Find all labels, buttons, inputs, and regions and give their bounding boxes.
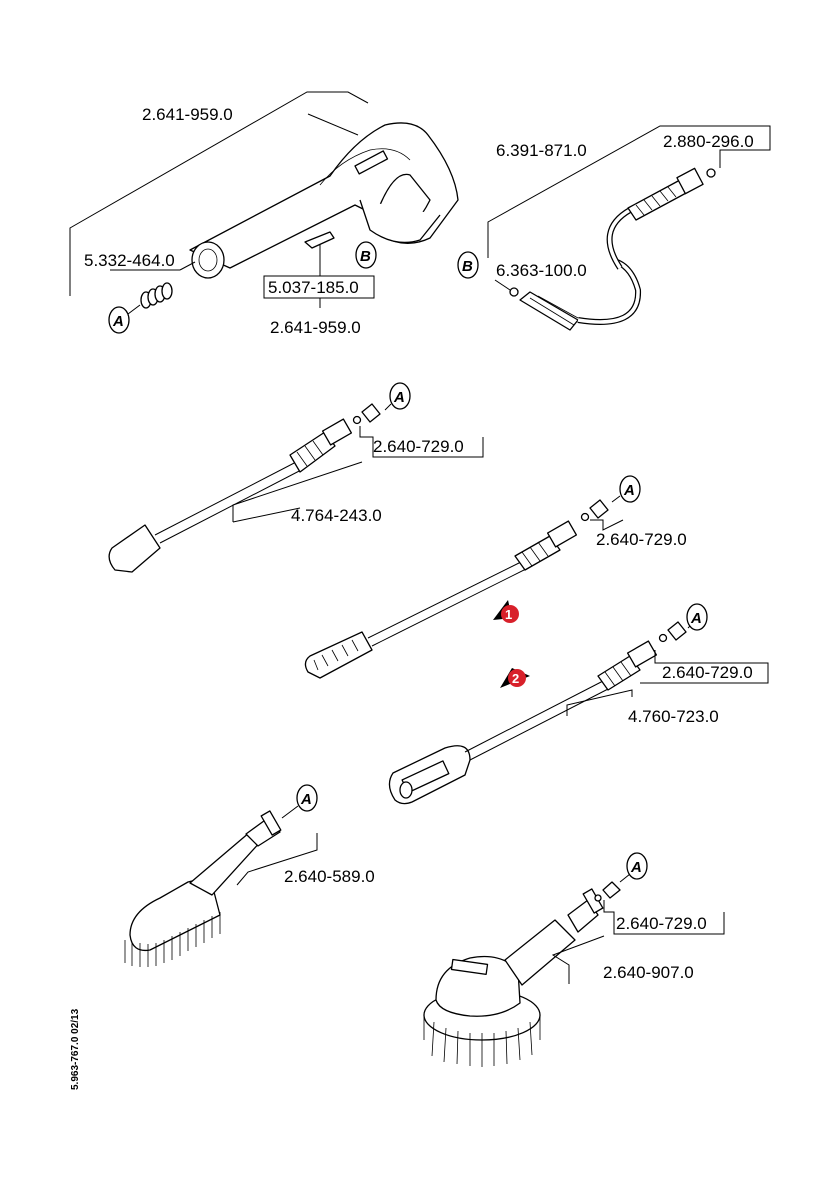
callout-clip: 5.037-185.0 xyxy=(268,278,359,297)
rotary-brush xyxy=(423,881,621,1067)
marker-a-lance1: A xyxy=(389,382,411,410)
lance2-nozzle-leader xyxy=(590,519,624,531)
badge-two: 2 xyxy=(500,668,530,688)
trigger-gun xyxy=(189,122,459,279)
callout-rotary-brush: 2.640-907.0 xyxy=(603,963,694,982)
lance1-nozzle-leader xyxy=(359,426,484,458)
marker-a-lance2: A xyxy=(619,475,641,503)
badge-one: 1 xyxy=(493,600,519,623)
callout-lance3-nozzle: 2.640-729.0 xyxy=(662,663,753,682)
callout-gun-top: 2.641-959.0 xyxy=(142,105,233,124)
callout-lance3: 4.760-723.0 xyxy=(628,707,719,726)
rotary-leader xyxy=(551,935,605,984)
lance-grip xyxy=(304,499,609,679)
callout-lance2-nozzle: 2.640-729.0 xyxy=(596,530,687,549)
svg-text:A: A xyxy=(300,791,312,808)
clip-callout-box xyxy=(263,275,375,299)
callout-lance1: 4.764-243.0 xyxy=(291,506,382,525)
svg-text:1: 1 xyxy=(505,607,512,622)
gun-top-leader xyxy=(69,91,369,296)
lance3-nozzle-leader xyxy=(640,650,769,684)
marker-b-gun: B xyxy=(355,241,377,269)
callout-hose: 6.391-871.0 xyxy=(496,141,587,160)
svg-text:2: 2 xyxy=(512,671,519,686)
callout-brush: 2.640-589.0 xyxy=(284,867,375,886)
callout-rotary-nozzle: 2.640-729.0 xyxy=(616,914,707,933)
wash-brush xyxy=(124,810,282,967)
hose-leader xyxy=(487,125,771,258)
marker-a-brush: A xyxy=(296,784,318,812)
lance-round xyxy=(108,403,381,573)
callout-lance1-nozzle: 2.640-729.0 xyxy=(373,437,464,456)
marker-a-rotary: A xyxy=(626,852,648,880)
lance-power xyxy=(388,621,687,805)
document-code: 5.963-767.0 02/13 xyxy=(70,1008,81,1090)
lance1-leader xyxy=(232,461,363,522)
svg-text:A: A xyxy=(623,482,635,499)
callout-hose-oring: 6.363-100.0 xyxy=(496,261,587,280)
callout-spring: 5.332-464.0 xyxy=(84,251,175,270)
lance3-leader xyxy=(566,689,633,716)
svg-text:B: B xyxy=(462,258,473,275)
hose xyxy=(509,167,716,331)
svg-text:A: A xyxy=(112,313,124,330)
rotary-nozzle-leader xyxy=(603,900,725,935)
svg-text:A: A xyxy=(630,859,642,876)
marker-b-hose: B xyxy=(457,251,479,279)
marker-a-gun: A xyxy=(108,306,130,334)
callout-hose-oring-end: 2.880-296.0 xyxy=(663,132,754,151)
brush-leader xyxy=(236,833,318,886)
svg-text:B: B xyxy=(360,248,371,265)
svg-text:A: A xyxy=(393,389,405,406)
svg-text:A: A xyxy=(690,610,702,627)
callout-gun-bottom: 2.641-959.0 xyxy=(270,318,361,337)
spring xyxy=(140,282,173,309)
marker-a-lance3: A xyxy=(686,603,708,631)
